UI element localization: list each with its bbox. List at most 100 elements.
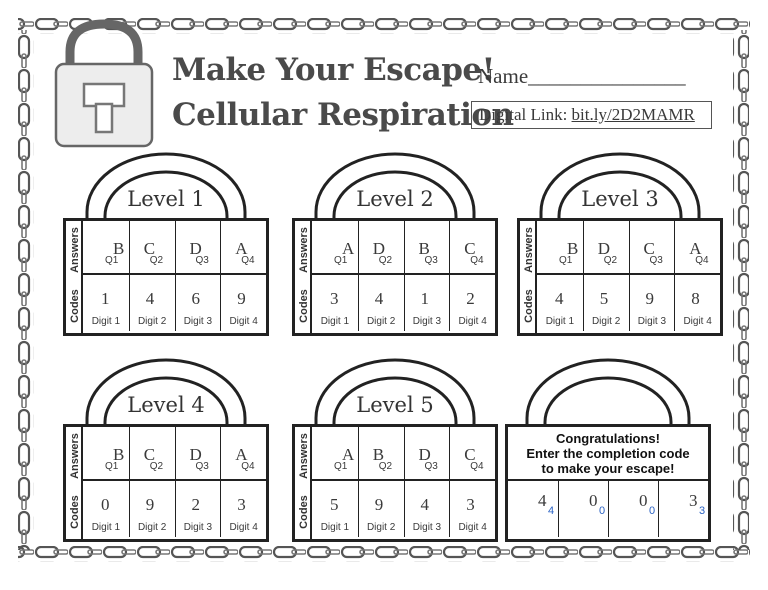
answer-cell[interactable]: B Q2: [357, 427, 404, 479]
name-field[interactable]: Name_______________: [478, 64, 686, 88]
level-title: Level 4: [127, 393, 205, 417]
digit-label: Digit 2: [366, 316, 396, 327]
congrats-line-3: to make your escape!: [541, 461, 675, 476]
digit-label: Digit 2: [137, 522, 167, 533]
answer-cell[interactable]: C Q2: [128, 427, 175, 479]
digit-label: Digit 4: [229, 316, 258, 327]
shackle-icon: [314, 358, 476, 430]
code-cell[interactable]: 1 Digit 3: [403, 275, 450, 331]
lock-body: Answers Codes B Q1 0 Digit 1 C Q2 9: [63, 424, 269, 542]
answer-letter: C: [643, 239, 655, 258]
digit-label: Digit 2: [366, 522, 396, 533]
congrats-line-1: Congratulations!: [556, 431, 660, 446]
code-cell[interactable]: 4 Digit 1: [537, 275, 583, 331]
answer-cell[interactable]: A Q4: [220, 427, 266, 479]
question-label: Q4: [241, 255, 255, 266]
code-value: 4: [374, 289, 384, 308]
answer-cell[interactable]: D Q3: [403, 427, 450, 479]
answer-cell[interactable]: A Q1: [312, 221, 358, 273]
handwritten-digit: 3: [699, 505, 706, 517]
code-value: 1: [420, 289, 430, 308]
answer-cell[interactable]: A Q4: [220, 221, 266, 273]
question-label: Q3: [424, 461, 438, 472]
lock-level-1: Level 1 Answers Codes B Q1 1 Digit 1 C Q…: [63, 146, 269, 336]
completion-code-cell[interactable]: 0 0: [558, 481, 608, 537]
answer-letter: D: [189, 445, 202, 464]
code-cell[interactable]: 9 Digit 3: [628, 275, 675, 331]
code-cell[interactable]: 1 Digit 1: [83, 275, 129, 331]
code-cell[interactable]: 5 Digit 2: [582, 275, 629, 331]
code-cell[interactable]: 4 Digit 3: [403, 481, 450, 537]
answer-cell[interactable]: C Q3: [628, 221, 675, 273]
question-label: Q1: [105, 461, 119, 472]
page-subtitle: Cellular Respiration: [172, 97, 514, 133]
answer-cell[interactable]: D Q3: [174, 221, 221, 273]
digit-label: Digit 1: [320, 316, 350, 327]
answer-cell[interactable]: D Q2: [357, 221, 404, 273]
code-value: 4: [555, 289, 564, 308]
lock-level-2: Level 2 Answers Codes A Q1 3 Digit 1 D Q…: [292, 146, 498, 336]
answer-cell[interactable]: B Q1: [83, 427, 129, 479]
code-cell[interactable]: 3 Digit 4: [220, 481, 266, 537]
code-cell[interactable]: 0 Digit 1: [83, 481, 129, 537]
code-cell[interactable]: 8 Digit 4: [674, 275, 720, 331]
code-cell[interactable]: 9 Digit 2: [357, 481, 404, 537]
question-label: Q1: [334, 255, 348, 266]
answer-code-grid: A Q1 3 Digit 1 D Q2 4 Digit 2 B Q3: [310, 221, 495, 333]
code-value: 3: [237, 495, 246, 514]
answer-cell[interactable]: C Q4: [449, 221, 495, 273]
answer-cell[interactable]: D Q2: [582, 221, 629, 273]
code-cell[interactable]: 2 Digit 3: [174, 481, 221, 537]
question-label: Q3: [195, 461, 209, 472]
answer-letter: C: [464, 239, 476, 258]
question-label: Q4: [695, 255, 709, 266]
code-cell[interactable]: 9 Digit 2: [128, 481, 175, 537]
completion-code-cell[interactable]: 3 3: [658, 481, 708, 537]
level-title: Level 3: [581, 187, 659, 211]
question-label: Q3: [424, 255, 438, 266]
lock-level-3: Level 3 Answers Codes B Q1 4 Digit 1 D Q…: [517, 146, 723, 336]
answer-cell[interactable]: D Q3: [174, 427, 221, 479]
code-cell[interactable]: 4 Digit 2: [357, 275, 404, 331]
digit-label: Digit 3: [183, 316, 213, 327]
question-label: Q3: [195, 255, 209, 266]
padlock-icon: [54, 19, 154, 148]
answer-letter: B: [113, 445, 125, 464]
code-cell[interactable]: 9 Digit 4: [220, 275, 266, 331]
code-cell[interactable]: 4 Digit 2: [128, 275, 175, 331]
lock-body: Answers Codes A Q1 3 Digit 1 D Q2 4: [292, 218, 498, 336]
question-label: Q4: [241, 461, 255, 472]
final-shackle-icon: [525, 358, 691, 430]
digital-link-url[interactable]: bit.ly/2D2MAMR: [571, 105, 695, 124]
answer-cell[interactable]: B Q3: [403, 221, 450, 273]
answer-cell[interactable]: C Q2: [128, 221, 175, 273]
level-title: Level 1: [127, 187, 205, 211]
code-cell[interactable]: 5 Digit 1: [312, 481, 358, 537]
digit-label: Digit 4: [683, 316, 712, 327]
answer-cell[interactable]: B Q1: [83, 221, 129, 273]
digit-label: Digit 2: [137, 316, 167, 327]
answer-letter: C: [464, 445, 476, 464]
digit-label: Digit 4: [458, 522, 487, 533]
code-value: 6: [191, 289, 201, 308]
answer-cell[interactable]: B Q1: [537, 221, 583, 273]
lock-body: Answers Codes B Q1 4 Digit 1 D Q2 5: [517, 218, 723, 336]
lock-body: Answers Codes A Q1 5 Digit 1 B Q2 9: [292, 424, 498, 542]
shackle-icon: [314, 152, 476, 224]
code-value: 4: [420, 495, 430, 514]
answer-code-grid: B Q1 4 Digit 1 D Q2 5 Digit 2 C Q3: [535, 221, 720, 333]
code-value: 4: [145, 289, 155, 308]
answer-cell[interactable]: C Q4: [449, 427, 495, 479]
code-cell[interactable]: 3 Digit 4: [449, 481, 495, 537]
completion-code-cell[interactable]: 0 0: [608, 481, 658, 537]
completion-code-cell[interactable]: 4 4: [508, 481, 558, 537]
answer-cell[interactable]: A Q4: [674, 221, 720, 273]
code-cell[interactable]: 3 Digit 1: [312, 275, 358, 331]
code-cell[interactable]: 2 Digit 4: [449, 275, 495, 331]
code-cell[interactable]: 6 Digit 3: [174, 275, 221, 331]
digit-label: Digit 4: [229, 522, 258, 533]
congrats-line-2: Enter the completion code: [526, 446, 690, 461]
answer-code-grid: A Q1 5 Digit 1 B Q2 9 Digit 2 D Q3: [310, 427, 495, 539]
level-title: Level 5: [356, 393, 434, 417]
answer-cell[interactable]: A Q1: [312, 427, 358, 479]
